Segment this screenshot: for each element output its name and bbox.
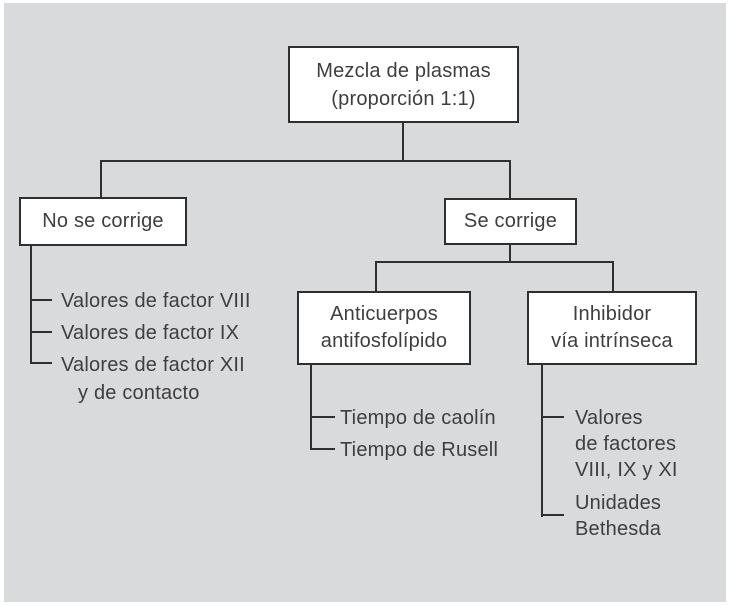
node-anticuerpos-antifosfolipido: Anticuerpos antifosfolípido xyxy=(297,291,471,365)
connector-drop-inhibidor xyxy=(612,261,614,292)
branch-tick xyxy=(310,416,335,418)
connector-root-stem xyxy=(402,122,404,162)
diagram-panel: Mezcla de plasmas (proporción 1:1) No se… xyxy=(4,3,726,602)
leaf-tiempo-de-rusell: Tiempo de Rusell xyxy=(340,439,499,461)
branch-stem-no-corrige xyxy=(30,245,32,364)
connector-level2-horizontal xyxy=(375,261,614,263)
branch-tick xyxy=(541,416,564,418)
branch-tick xyxy=(30,362,52,364)
leaf-valores-factor-xii-contacto: Valores de factor XII y de contacto xyxy=(61,354,245,404)
node-inhibidor-via-intrinseca: Inhibidor vía intrínseca xyxy=(527,291,697,365)
branch-tick xyxy=(541,514,564,516)
connector-drop-se-corrige xyxy=(509,160,511,200)
leaf-valores-factor-viii: Valores de factor VIII xyxy=(61,290,251,312)
node-se-corrige: Se corrige xyxy=(444,198,577,245)
connector-drop-no-corrige xyxy=(100,160,102,198)
connector-level1-horizontal xyxy=(100,160,511,162)
leaf-valores-factores-viii-ix-xi: Valores de factores VIII, IX y XI xyxy=(575,407,678,481)
leaf-valores-factor-ix: Valores de factor IX xyxy=(61,322,240,344)
connector-se-corrige-stem xyxy=(509,244,511,263)
branch-stem-inhibidor xyxy=(541,364,543,517)
node-mezcla-de-plasmas: Mezcla de plasmas (proporción 1:1) xyxy=(288,46,519,123)
branch-tick xyxy=(310,448,335,450)
leaf-unidades-bethesda: Unidades Bethesda xyxy=(575,492,662,540)
node-no-se-corrige: No se corrige xyxy=(19,197,187,246)
branch-stem-anticuerpos xyxy=(310,364,312,450)
branch-tick xyxy=(30,331,52,333)
connector-drop-anticuerpos xyxy=(375,261,377,292)
branch-tick xyxy=(30,299,52,301)
leaf-tiempo-de-caolin: Tiempo de caolín xyxy=(340,407,496,429)
